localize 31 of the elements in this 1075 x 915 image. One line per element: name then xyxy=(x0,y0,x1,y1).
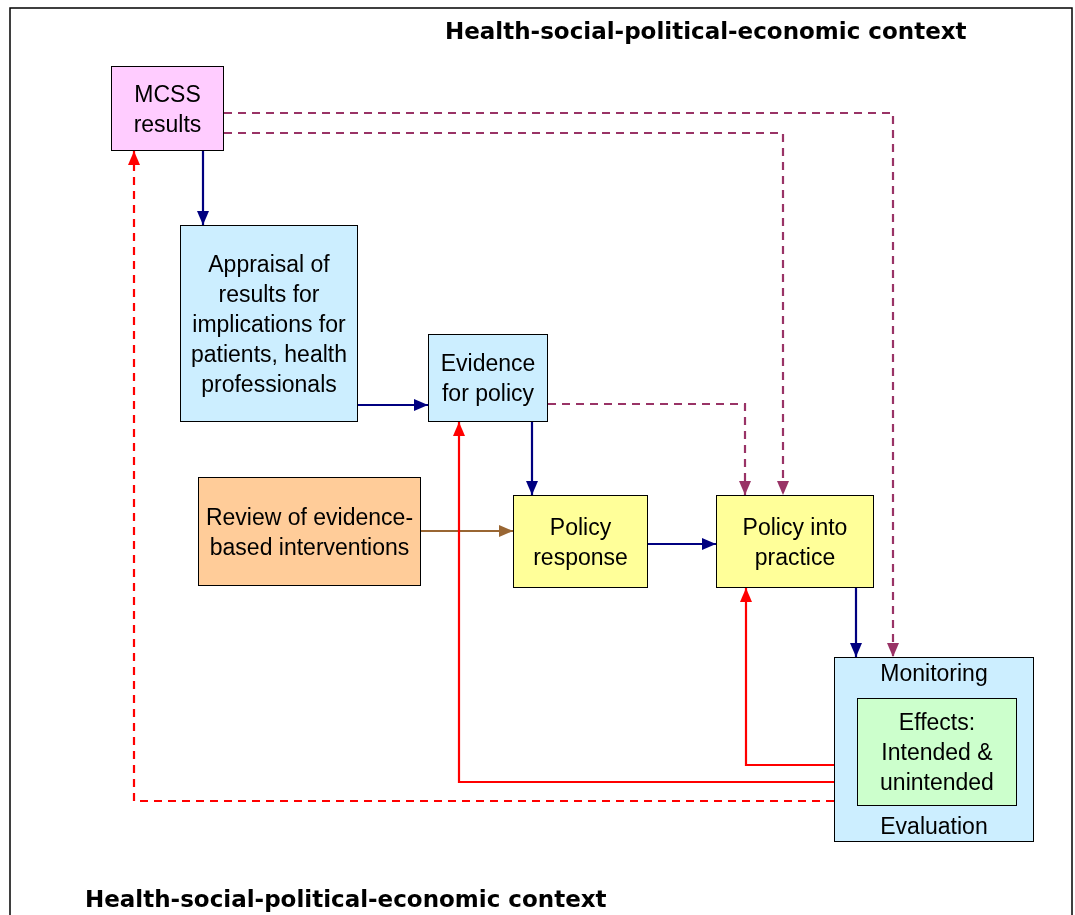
node-label: Appraisal of results for implications for patients, health professionals xyxy=(190,249,348,399)
node-label: Evaluation xyxy=(880,812,988,841)
arrow xyxy=(850,588,862,657)
effects-box xyxy=(857,698,1017,806)
arrow xyxy=(128,151,834,803)
arrow xyxy=(526,422,538,495)
node-label: Review of evidence-based interventions xyxy=(204,502,415,562)
node-label: Policy response xyxy=(532,512,629,572)
arrow xyxy=(421,525,513,537)
arrow xyxy=(453,422,834,784)
node-label: Monitoring xyxy=(880,659,988,688)
arrow xyxy=(648,538,716,550)
arrow xyxy=(197,151,209,225)
arrow xyxy=(548,402,751,495)
results-box xyxy=(111,66,224,151)
process-box xyxy=(513,495,648,588)
node-label: MCSS results xyxy=(132,79,203,139)
node-label: Policy into practice xyxy=(741,512,849,572)
node-label: Evidence for policy xyxy=(439,349,537,408)
node-label: Effects: Intended & unintended xyxy=(879,708,995,797)
arrow xyxy=(224,131,789,495)
process-box xyxy=(180,225,358,422)
monitoring-box xyxy=(834,657,1034,842)
arrow xyxy=(358,399,428,411)
arrow xyxy=(740,588,834,767)
process-box xyxy=(428,334,548,422)
arrow xyxy=(224,111,899,657)
context-label: Health-social-political-economic context xyxy=(445,18,967,44)
process-box xyxy=(716,495,874,588)
process-box xyxy=(198,477,421,586)
context-label: Health-social-political-economic context xyxy=(85,886,607,912)
